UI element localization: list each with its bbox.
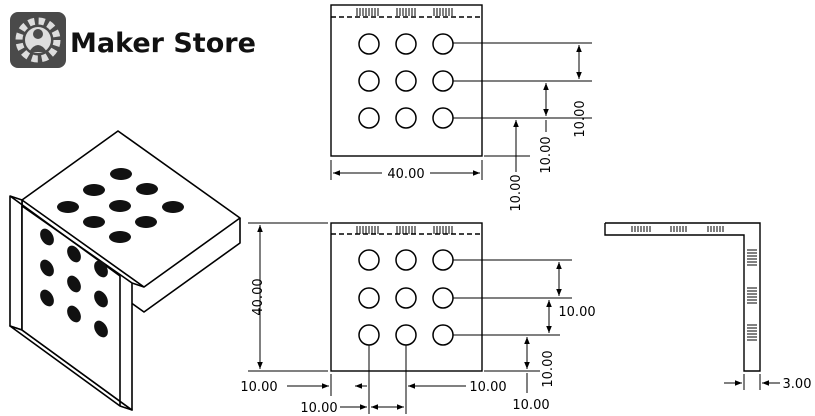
side-thickness-dimension — [724, 374, 780, 390]
brand-name: Maker Store — [70, 28, 256, 59]
top-view — [330, 4, 592, 180]
front-hole-pitch-x-label: 10.00 — [300, 401, 337, 416]
top-view-dimensions — [330, 42, 592, 180]
gear-person-icon — [15, 17, 61, 63]
front-height-label: 40.00 — [251, 278, 266, 315]
hinge-marks-front — [356, 226, 453, 234]
hinge-marks-top — [356, 8, 453, 16]
side-thickness-label: 3.00 — [783, 377, 812, 392]
side-view — [604, 222, 780, 390]
iso-top-holes — [57, 168, 184, 243]
front-view-dimensions — [248, 222, 572, 414]
top-width-label: 40.00 — [387, 167, 424, 182]
front-bottom-offset-label: 10.00 — [512, 398, 549, 413]
front-vertical-pitch-label-2: 10.00 — [541, 350, 556, 387]
top-pitch-label-2: 10.00 — [539, 136, 554, 173]
iso-side-holes — [40, 228, 108, 338]
top-pitch-label-3: 10.00 — [509, 174, 524, 211]
top-view-holes — [358, 33, 454, 129]
front-vertical-pitch-label-1: 10.00 — [558, 305, 595, 320]
brand-logo[interactable]: Maker Store — [10, 12, 256, 68]
front-view-holes — [358, 249, 454, 346]
isometric-view — [9, 130, 241, 411]
front-right-offset-label: 10.00 — [469, 380, 506, 395]
front-view — [248, 222, 572, 414]
front-left-offset-label: 10.00 — [240, 380, 277, 395]
hinge-marks-side-horizontal — [631, 226, 724, 232]
hinge-marks-side-vertical — [747, 249, 757, 341]
top-pitch-label-1: 10.00 — [573, 100, 588, 137]
